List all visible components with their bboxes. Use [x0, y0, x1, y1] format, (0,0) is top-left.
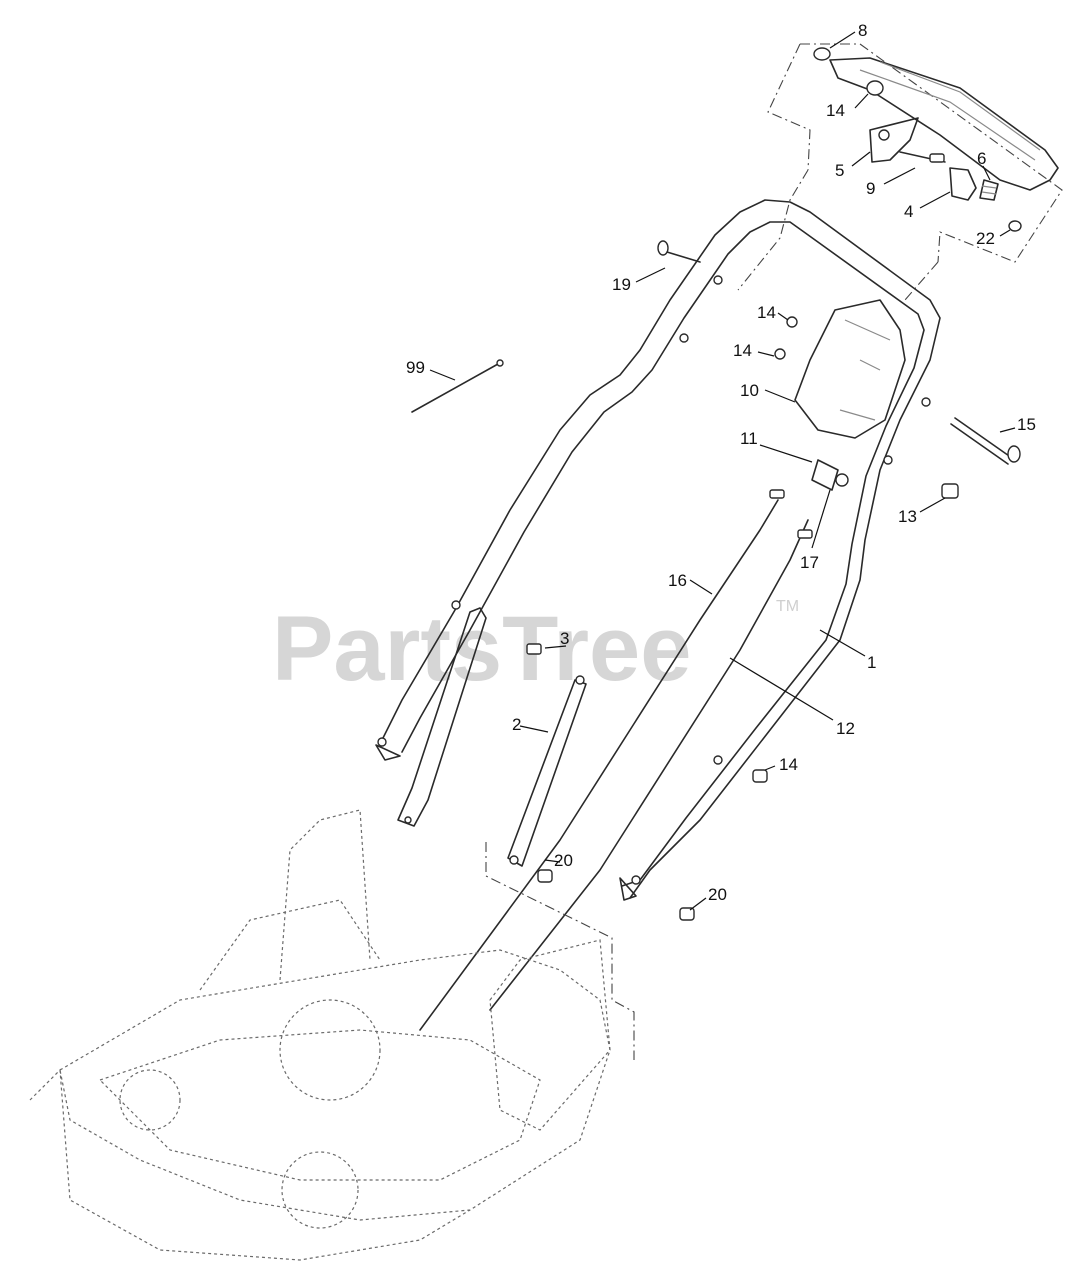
control-lever [811, 459, 849, 491]
bail-bar [813, 47, 1059, 232]
lower-bracket-boundary [485, 842, 635, 1060]
callout-20-right: 20 [708, 885, 727, 904]
mower-deck [29, 809, 611, 1261]
callout-8: 8 [858, 21, 867, 40]
callout-17: 17 [800, 553, 819, 572]
callout-14-middle: 14 [733, 341, 752, 360]
bolts [657, 240, 1021, 499]
callout-19: 19 [612, 275, 631, 294]
callout-15: 15 [1017, 415, 1036, 434]
lower-handle-brace [397, 607, 487, 827]
callouts: 8 14 5 9 6 4 22 19 14 99 14 10 15 11 13 … [406, 21, 1036, 904]
main-handle [375, 199, 941, 901]
callout-14-lower: 14 [779, 755, 798, 774]
callout-2: 2 [512, 715, 521, 734]
control-housing [774, 299, 906, 439]
cables [419, 489, 813, 1031]
callout-11: 11 [740, 429, 758, 448]
cable-tie [411, 363, 499, 413]
callout-16: 16 [668, 571, 687, 590]
watermark-text: PartsTree [272, 598, 691, 700]
cable-bracket-assembly [866, 80, 999, 201]
strut [507, 643, 587, 867]
watermark-trademark: TM [776, 598, 799, 615]
callout-4: 4 [904, 202, 913, 221]
callout-5: 5 [835, 161, 844, 180]
callout-13: 13 [898, 507, 917, 526]
callout-6: 6 [977, 149, 986, 168]
hardware-small [537, 769, 768, 921]
callout-14-upper: 14 [757, 303, 776, 322]
control-detail-boundary [737, 43, 1063, 301]
callout-9: 9 [866, 179, 875, 198]
leader-lines [429, 31, 1016, 911]
callout-22: 22 [976, 229, 995, 248]
callout-14-top: 14 [826, 101, 845, 120]
callout-99: 99 [406, 358, 425, 377]
callout-3: 3 [560, 629, 569, 648]
callout-10: 10 [740, 381, 759, 400]
callout-20-left: 20 [554, 851, 573, 870]
callout-12: 12 [836, 719, 855, 738]
callout-1: 1 [867, 653, 876, 672]
